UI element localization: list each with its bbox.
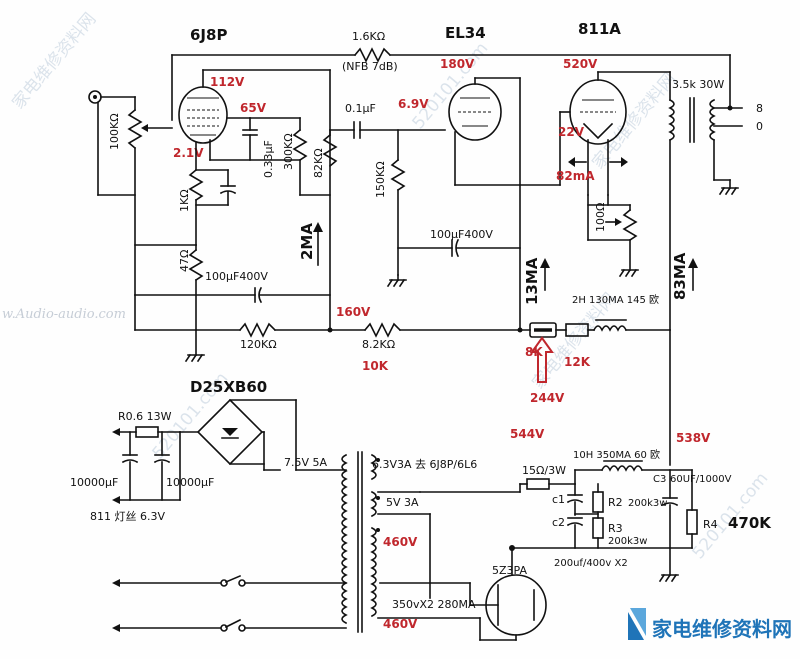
hv-460-bottom: 460V — [383, 617, 418, 631]
v1-screen-voltage: 65V — [240, 101, 267, 115]
tube-6j8p-label: 6J8P — [190, 26, 227, 44]
c3-value-label: 60UF/1000V — [670, 474, 732, 485]
r3-value-label: 200k3w — [608, 536, 647, 547]
r4-value-label: 470K — [728, 514, 772, 532]
nfb-loop: 1.6KΩ (NFB 7dB) — [171, 30, 731, 121]
c-bypass-v1-label: 100μF400V — [205, 270, 268, 283]
tube-el34-icon — [448, 77, 521, 331]
r-plate-v1-label: 82KΩ — [312, 148, 325, 178]
current-2ma-label: 2MA — [298, 223, 316, 260]
ground-symbol-4 — [184, 353, 205, 363]
logo-mark-icon — [628, 612, 644, 640]
watermark-cn-1: 家电维修资料网 — [9, 9, 101, 113]
bridge-rectifier-label: D25XB60 — [190, 378, 267, 396]
r-bottom-1-label: 120KΩ — [240, 338, 277, 351]
logo-text: 家电维修资料网 — [652, 617, 792, 641]
pt-75v-label: 7.5V 5A — [284, 456, 328, 469]
filament-arrows — [568, 157, 628, 167]
volume-pot-label: 100KΩ — [108, 113, 121, 150]
bplus-rail: 120KΩ 8.2KΩ 2H 130MA 145 欧 — [134, 294, 671, 466]
node-160v: 160V — [336, 305, 371, 319]
c-el34-cathode-label: 100μF400V — [430, 228, 493, 241]
r-hv-label: 15Ω/3W — [522, 464, 566, 477]
output-transformer-icon: 3.5k 30W 8 0 — [668, 78, 763, 331]
bridge-rectifier-icon — [179, 398, 297, 501]
c2-label: c2 — [552, 516, 565, 529]
ground-symbol-5 — [658, 573, 679, 583]
ground-symbol-3 — [718, 179, 739, 196]
watermark-cn-3: 家电维修资料网 — [589, 69, 681, 173]
el34-plate-voltage: 180V — [440, 57, 475, 71]
rectifier-tube-icon: 5Z3PA — [469, 545, 547, 641]
choke-1-label: 2H 130MA 145 欧 — [572, 294, 659, 306]
cap-filament-2-label: 10000μF — [166, 476, 214, 489]
el34-cathode-cap: 100μF400V — [397, 228, 521, 258]
r-cathode-v1b-label: 47Ω — [178, 250, 191, 272]
c12-value-label: 200uf/400v X2 — [554, 558, 628, 569]
nfb-resistor-label: 1.6KΩ — [352, 30, 385, 43]
c1-label: c1 — [552, 493, 565, 506]
r-grid-el34-label: 150KΩ — [374, 161, 387, 198]
choke-2-label: 10H 350MA 60 欧 — [573, 449, 660, 461]
r-bottom-2-label: 8.2KΩ — [362, 338, 395, 351]
res-12k: 12K — [564, 355, 591, 369]
tube-6j8p-icon — [178, 69, 331, 331]
filament-resistor-label: R0.6 13W — [118, 410, 172, 423]
watermark-audio: w.Audio-audio.com — [2, 307, 126, 322]
coupling-cap: 0.1μF 150KΩ — [329, 102, 446, 276]
tube-811a-icon — [519, 71, 671, 241]
ground-symbol-1 — [386, 274, 407, 288]
bypass-cap-v1: 100μF400V — [134, 270, 331, 304]
v3-plate-voltage: 520V — [563, 57, 598, 71]
c-coupling-label: 0.1μF — [345, 102, 376, 115]
current-13ma-label: 13MA — [523, 257, 541, 305]
red-pointer-arrow-icon — [530, 336, 554, 383]
el34-grid-voltage: 6.9V — [398, 97, 429, 111]
c3-label: C3 — [653, 474, 666, 485]
cap-filament-1-label: 10000μF — [70, 476, 118, 489]
mains-input — [112, 574, 347, 632]
v1-plate-voltage: 112V — [210, 75, 245, 89]
pt-63v-label: 6.3V3A 去 6J8P/6L6 — [372, 458, 477, 471]
rect-tube-label: 5Z3PA — [492, 564, 527, 577]
current-83ma-label: 83MA — [671, 252, 689, 300]
power-transformer-icon: 7.5V 5A 6.3V3A 去 6J8P/6L6 5V 3A 350vX2 2… — [263, 451, 521, 633]
output-transformer-label: 3.5k 30W — [672, 78, 724, 91]
pt-5v-label: 5V 3A — [386, 496, 419, 509]
tube-811a-label: 811A — [578, 20, 621, 38]
node-538v: 538V — [676, 431, 711, 445]
node-544v: 544V — [510, 427, 545, 441]
input-section: 100KΩ — [88, 90, 173, 296]
v3-grid-voltage: 22V — [558, 125, 585, 139]
r-screen-v1-label: 300KΩ — [282, 133, 295, 170]
r2-label: R2 — [608, 496, 623, 509]
r4-label: R4 — [703, 518, 718, 531]
v1-cathode-voltage: 2.1V — [173, 146, 204, 160]
site-logo: 家电维修资料网 — [628, 608, 792, 641]
r-cathode-v1a-label: 1KΩ — [178, 189, 191, 212]
filament-supply: R0.6 13W 10000μF 10000μF 811 灯丝 6.3V — [70, 410, 214, 523]
res-10k: 10K — [362, 359, 389, 373]
ground-symbol-2 — [618, 268, 639, 278]
r2-value-label: 200k3w — [628, 498, 667, 509]
output-tap-8: 8 — [756, 102, 763, 115]
r3-label: R3 — [608, 522, 623, 535]
hv-filter: 15Ω/3W 10H 350MA 60 欧 C3 60UF/1000V c1 c… — [511, 449, 772, 576]
output-tap-0: 0 — [756, 120, 763, 133]
hum-pot-label: 100Ω — [594, 203, 607, 232]
v3-current: 82mA — [556, 169, 595, 183]
hv-460-top: 460V — [383, 535, 418, 549]
c-coupling-v1-label: 0.33μF — [262, 140, 275, 178]
node-244v: 244V — [530, 391, 565, 405]
filament-label: 811 灯丝 6.3V — [90, 510, 165, 523]
hum-balance-pot: 100Ω — [587, 203, 638, 271]
nfb-note: (NFB 7dB) — [342, 60, 398, 73]
v1-network: 0.33μF 300KΩ 82KΩ 1KΩ 47Ω — [134, 117, 338, 331]
tube-el34-label: EL34 — [445, 24, 486, 42]
pt-hv-label: 350vX2 280MA — [392, 598, 476, 611]
